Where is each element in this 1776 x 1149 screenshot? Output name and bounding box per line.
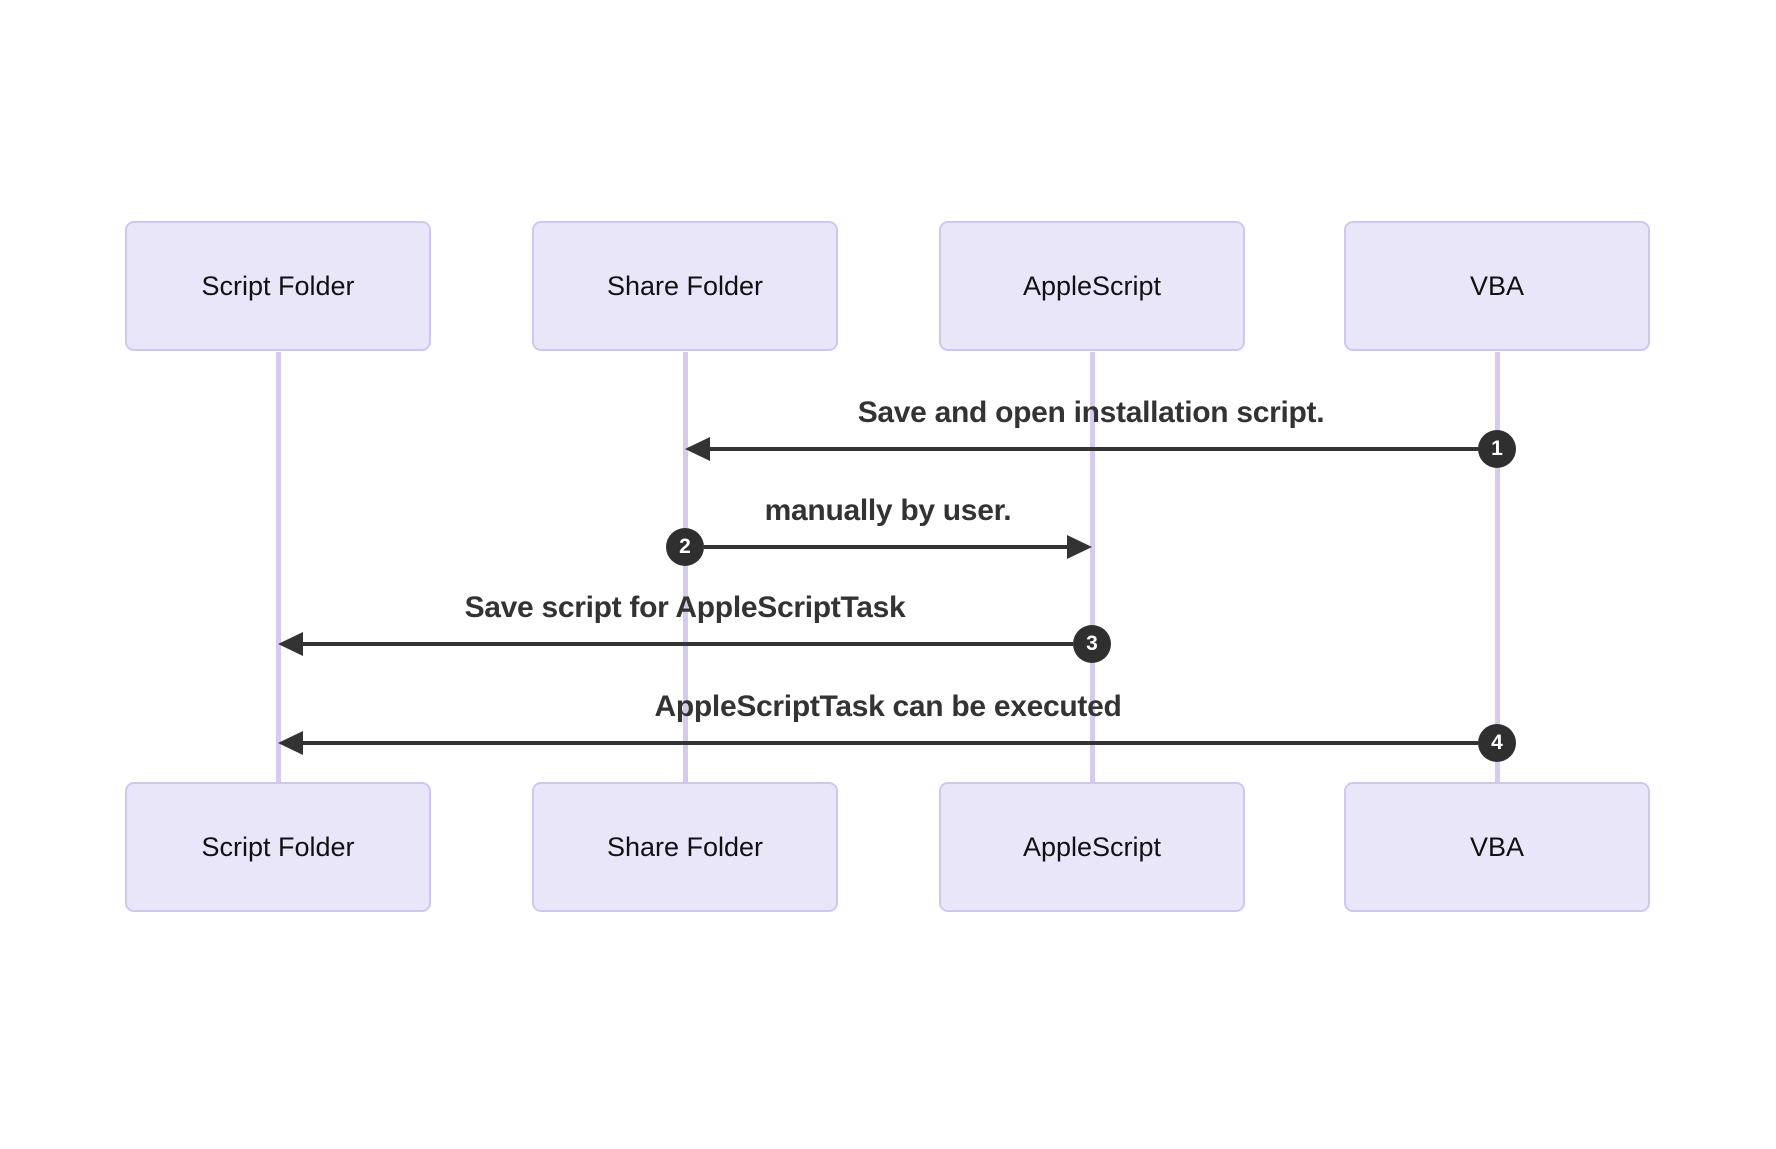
message-2-number-badge: 2 (666, 528, 704, 566)
actor-box-share-folder-bottom: Share Folder (532, 782, 838, 912)
actor-box-share-folder-top: Share Folder (532, 221, 838, 351)
message-4-label: AppleScriptTask can be executed (654, 690, 1122, 723)
actor-label: Script Folder (201, 831, 355, 862)
message-2-label: manually by user. (764, 494, 1012, 527)
actor-box-vba-top: VBA (1344, 221, 1650, 351)
actor-box-script-folder-bottom: Script Folder (125, 782, 431, 912)
lifeline-vba (1495, 352, 1500, 782)
message-4-arrow-line (301, 741, 1478, 745)
message-3-number-badge: 3 (1073, 625, 1111, 663)
actor-label: VBA (1469, 270, 1525, 301)
message-1-label: Save and open installation script. (857, 396, 1325, 429)
message-2-arrow-line (704, 545, 1068, 549)
message-1-number-badge: 1 (1478, 430, 1516, 468)
actor-box-vba-bottom: VBA (1344, 782, 1650, 912)
actor-label: AppleScript (1022, 831, 1162, 862)
actor-label: Share Folder (606, 270, 764, 301)
message-4-arrowhead-left-icon (278, 731, 303, 755)
actor-label: VBA (1469, 831, 1525, 862)
actor-box-applescript-bottom: AppleScript (939, 782, 1245, 912)
message-4-number-badge: 4 (1478, 724, 1516, 762)
message-3-arrow-line (301, 642, 1073, 646)
message-3-label: Save script for AppleScriptTask (464, 591, 906, 624)
lifeline-applescript (1090, 352, 1095, 782)
actor-box-script-folder-top: Script Folder (125, 221, 431, 351)
message-2-arrowhead-right-icon (1067, 535, 1092, 559)
lifeline-script-folder (276, 352, 281, 782)
message-1-arrowhead-left-icon (685, 437, 710, 461)
message-3-arrowhead-left-icon (278, 632, 303, 656)
actor-box-applescript-top: AppleScript (939, 221, 1245, 351)
actor-label: AppleScript (1022, 270, 1162, 301)
actor-label: Script Folder (201, 270, 355, 301)
actor-label: Share Folder (606, 831, 764, 862)
lifeline-share-folder (683, 352, 688, 782)
message-1-arrow-line (708, 447, 1478, 451)
